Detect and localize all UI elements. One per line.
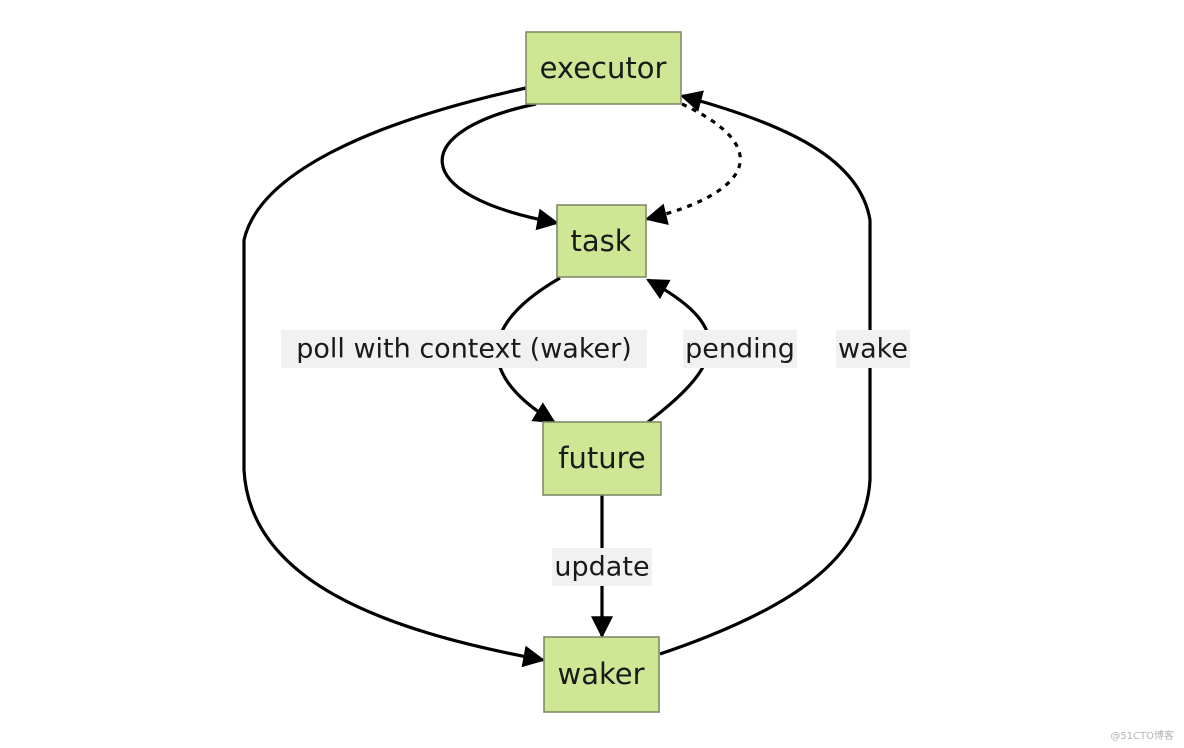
pending-label-bg (683, 330, 797, 368)
edge-labels: poll with context (waker) pending wake u… (281, 330, 910, 586)
node-future: future (542, 421, 662, 496)
node-task-label: task (570, 224, 631, 258)
edge-executor-to-waker (242, 86, 546, 668)
node-waker: waker (543, 636, 660, 713)
edge-label-poll: poll with context (waker) (296, 334, 632, 365)
edge-executor-to-task (440, 102, 560, 231)
wake-label-bg (836, 330, 910, 368)
poll-label-bg (281, 330, 647, 368)
edge-task-to-executor-dotted (644, 102, 742, 225)
node-task: task (556, 204, 647, 278)
node-executor-label: executor (540, 51, 667, 85)
node-executor: executor (525, 31, 682, 105)
update-label-bg (552, 548, 652, 586)
edge-label-update: update (554, 552, 649, 583)
node-waker-label: waker (557, 657, 644, 691)
watermark: @51CTO博客 (1110, 731, 1174, 742)
node-future-label: future (558, 441, 645, 475)
edge-label-pending: pending (685, 334, 795, 365)
edge-label-wake: wake (838, 334, 908, 365)
edge-waker-to-executor (659, 90, 872, 656)
